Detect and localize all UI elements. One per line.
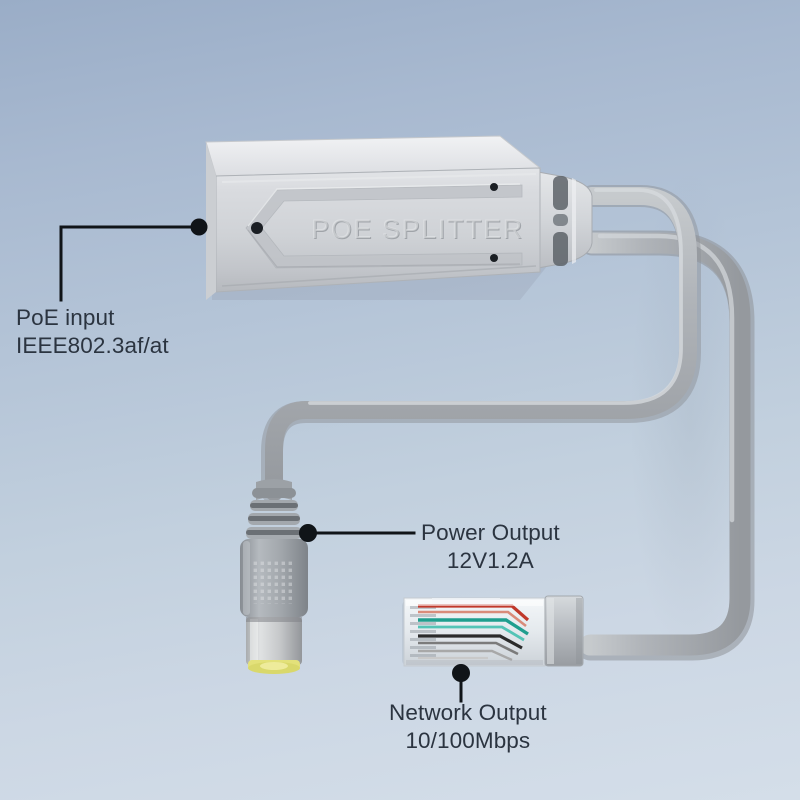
annotation-network-output-line2: 10/100Mbps xyxy=(405,728,531,753)
leader-dot-network-output xyxy=(452,664,470,682)
leader-dot-power-output xyxy=(299,524,317,542)
cable-group xyxy=(261,170,755,670)
annotation-poe-input-line1: PoE input xyxy=(16,305,115,330)
annotation-poe-input: PoE input IEEE802.3af/at xyxy=(16,304,169,360)
leader-dot-poe-input xyxy=(190,218,208,236)
poe-splitter-body: POE SPLITTER POE SPLITTER xyxy=(205,135,593,300)
dc-power-plug xyxy=(240,479,308,674)
annotation-power-output: Power Output 12V1.2A xyxy=(421,519,560,575)
annotation-power-output-line2: 12V1.2A xyxy=(446,548,534,573)
annotation-power-output-line1: Power Output xyxy=(421,520,560,545)
rj45-network-plug xyxy=(402,595,584,667)
svg-text:POE SPLITTER: POE SPLITTER xyxy=(312,215,525,245)
annotation-poe-input-line2: IEEE802.3af/at xyxy=(16,333,169,358)
svg-text:POE SPLITTER: POE SPLITTER xyxy=(311,214,524,244)
annotation-network-output: Network Output 10/100Mbps xyxy=(389,699,547,755)
annotation-network-output-line1: Network Output xyxy=(389,700,547,725)
leader-lines xyxy=(59,218,470,703)
